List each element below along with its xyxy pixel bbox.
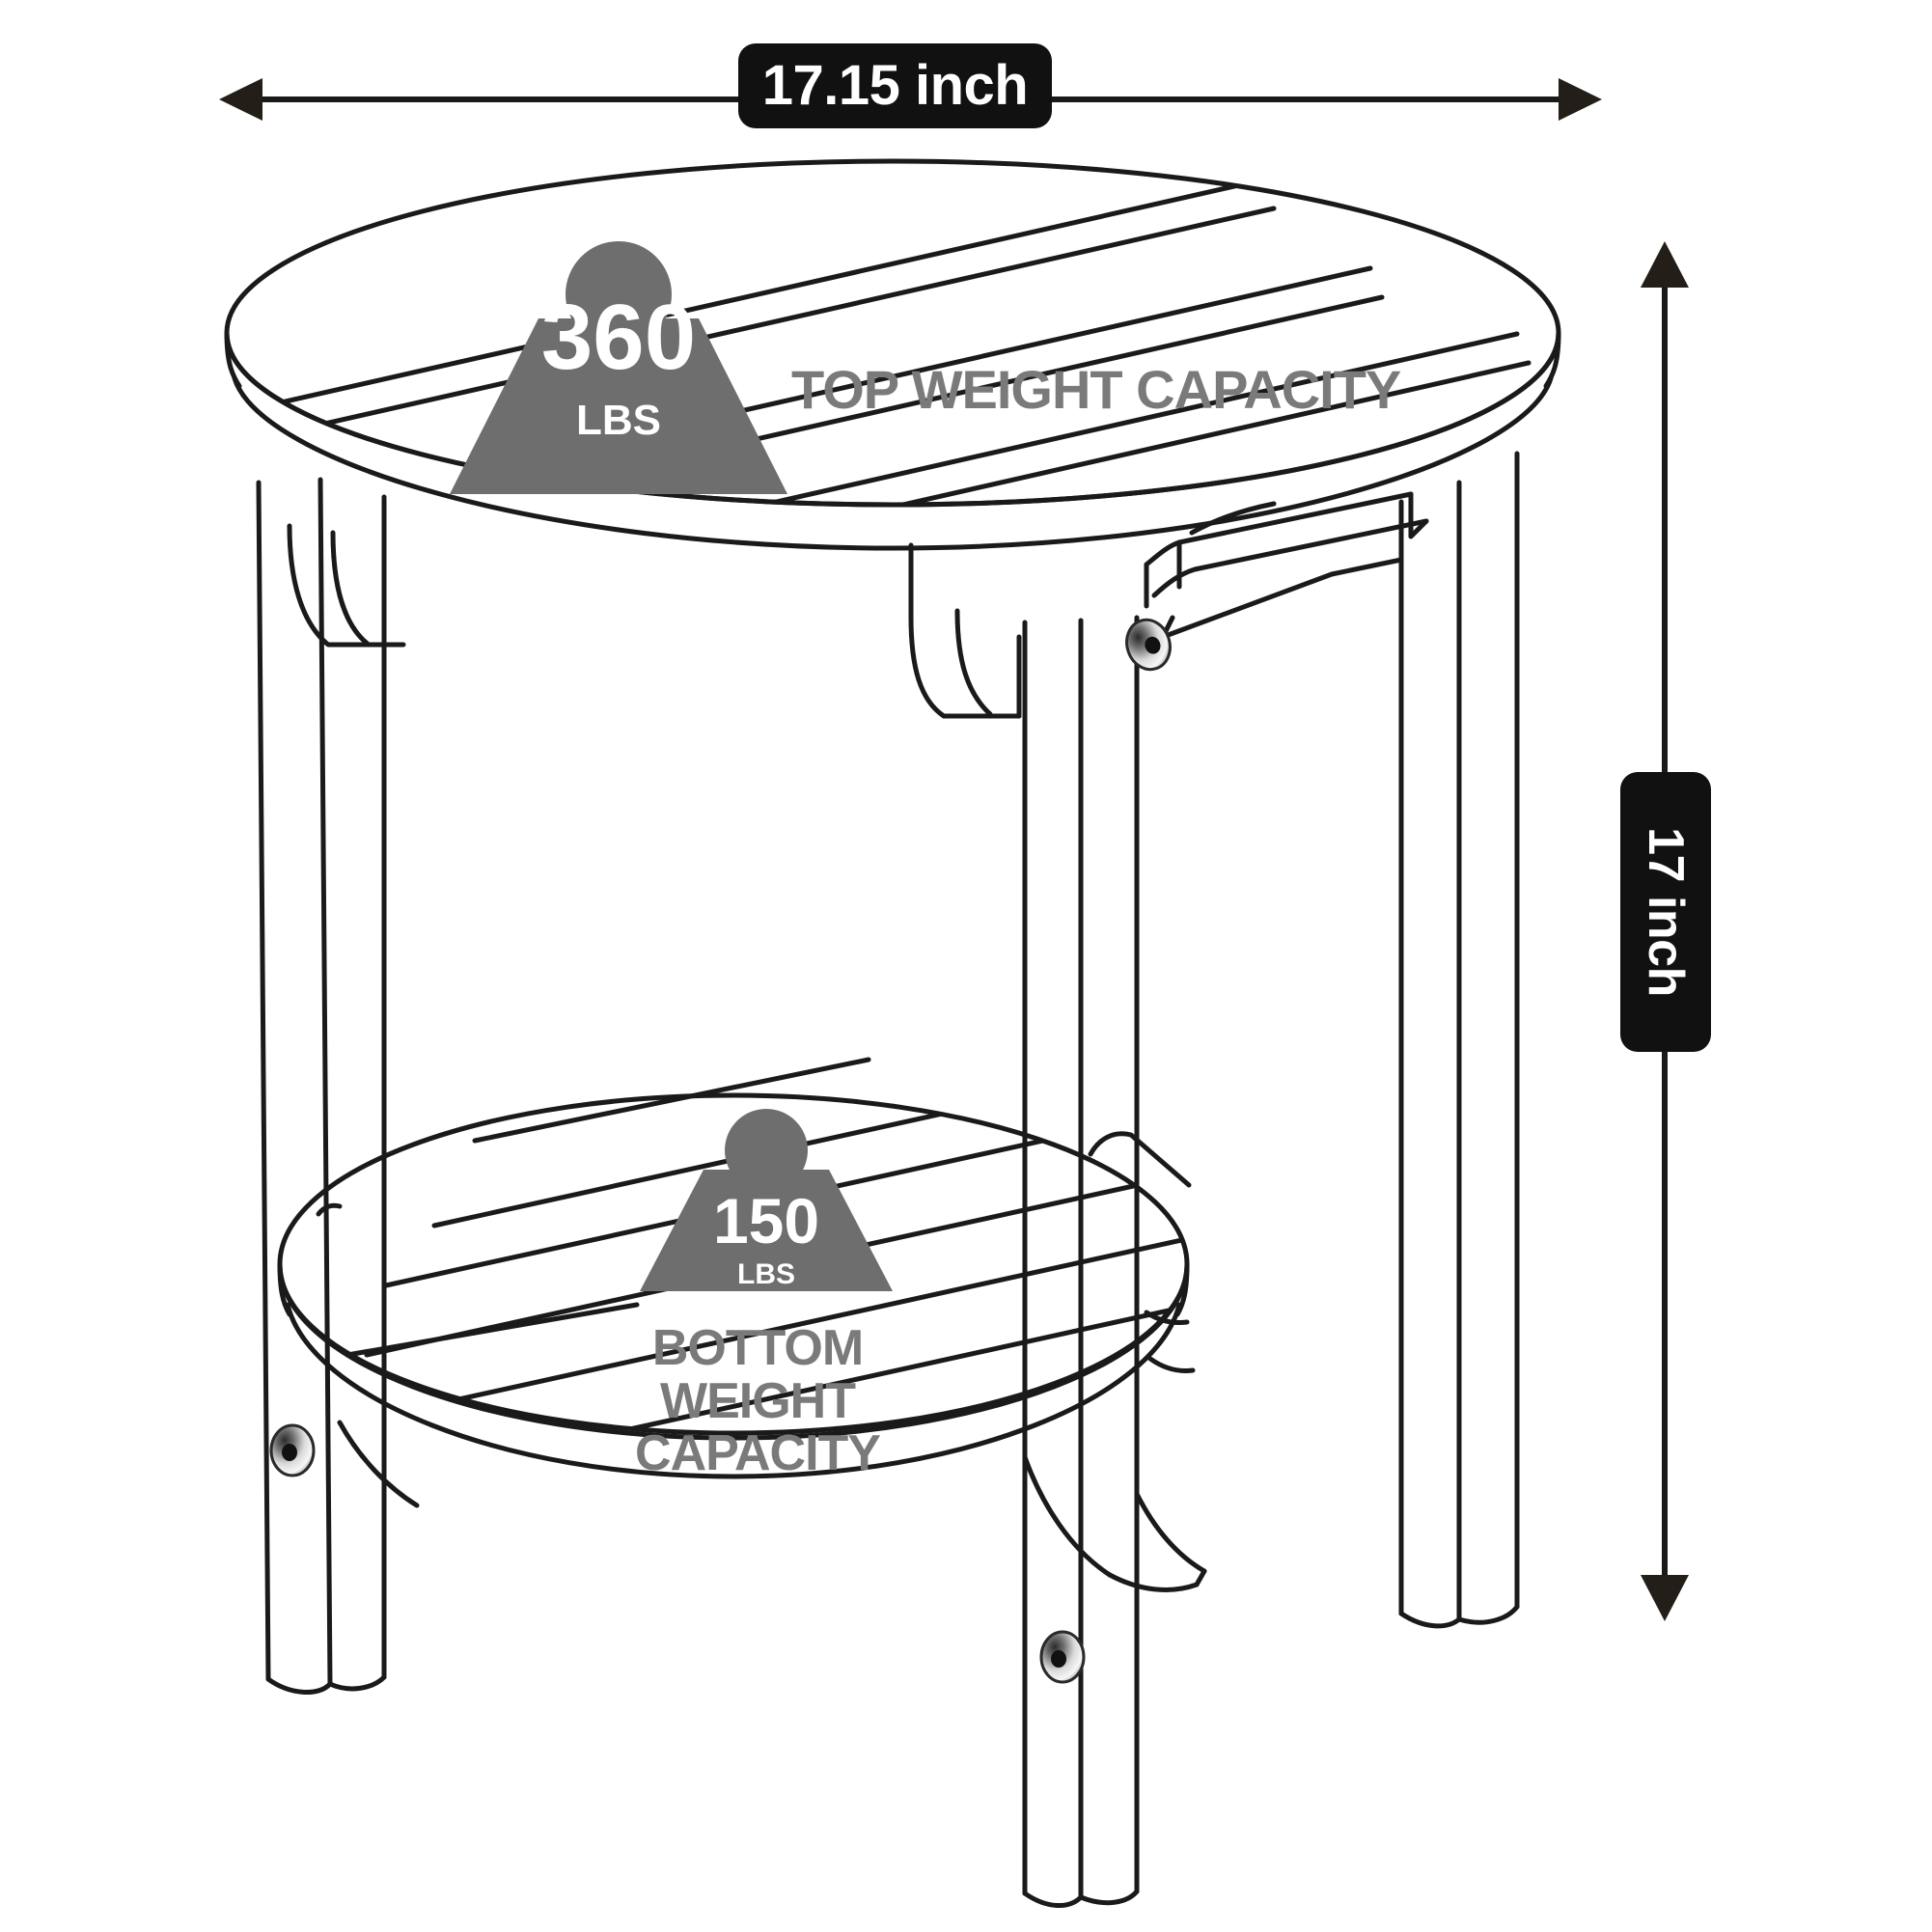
top-corner-brackets bbox=[287, 523, 1022, 719]
width-dimension-label: 17.15 inch bbox=[738, 43, 1052, 128]
shelf-notch-left bbox=[316, 1202, 343, 1217]
top-brace-right bbox=[1160, 557, 1404, 640]
height-dimension-label-text: 17 inch bbox=[1638, 827, 1694, 997]
shelf-notch-back bbox=[1088, 1131, 1192, 1188]
lower-shelf bbox=[277, 1092, 1190, 1479]
screws-group bbox=[269, 618, 1172, 1684]
leg-back-left bbox=[256, 477, 387, 1696]
bottom-weight-icon bbox=[640, 1109, 893, 1291]
screw-right-top bbox=[1125, 618, 1172, 672]
table-top-thickness bbox=[232, 375, 1554, 551]
leg-front-center bbox=[1022, 615, 1140, 1909]
bottom-weight-unit: LBS bbox=[737, 1258, 795, 1290]
shelf-brace-left bbox=[337, 1420, 420, 1508]
top-weight-capacity-caption: TOP WEIGHT CAPACITY bbox=[791, 359, 1401, 420]
bottom-weight-value: 150 bbox=[713, 1185, 819, 1256]
top-weight-value: 360 bbox=[541, 286, 696, 389]
screw-left-lower bbox=[269, 1423, 316, 1477]
shelf-brace-front bbox=[1022, 1454, 1113, 1578]
leg-back-right bbox=[1398, 451, 1520, 1629]
height-dimension-label: 17 inch bbox=[1620, 772, 1711, 1052]
top-weight-icon bbox=[450, 241, 787, 494]
top-weight-unit: LBS bbox=[576, 397, 661, 444]
screw-front-leg bbox=[1039, 1630, 1086, 1684]
bottom-weight-capacity-caption: BOTTOM WEIGHT CAPACITY bbox=[635, 1320, 881, 1482]
